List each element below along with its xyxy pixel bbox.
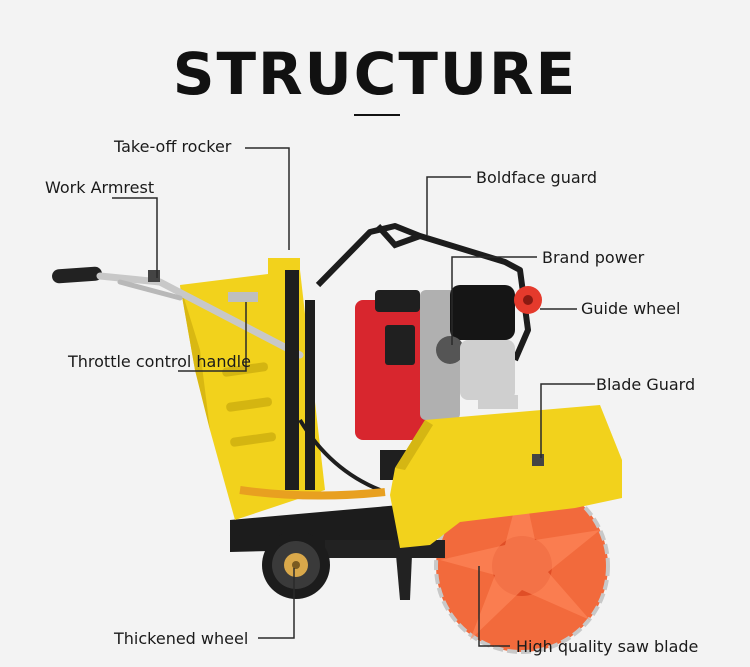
guide-wheel [514, 286, 542, 314]
leader-lines [112, 147, 595, 647]
handle-bar [52, 266, 304, 359]
guard-frame [315, 223, 531, 362]
label-blade-guard: Blade Guard [596, 375, 696, 394]
label-takeoff-rocker: Take-off rocker [114, 137, 232, 156]
chassis [230, 505, 445, 600]
label-guide-wheel: Guide wheel [581, 299, 681, 318]
thickened-wheel [262, 531, 330, 599]
page-title: STRUCTURE [172, 40, 578, 108]
label-work-armrest: Work Armrest [45, 178, 155, 197]
label-throttle-handle: Throttle control handle [68, 352, 251, 371]
label-thickened-wheel: Thickened wheel [114, 629, 249, 648]
label-saw-blade: High quality saw blade [516, 637, 699, 656]
hose [239, 486, 386, 500]
label-brand-power: Brand power [542, 248, 645, 267]
rocker-post [228, 270, 381, 492]
label-boldface-guard: Boldface guard [476, 168, 598, 187]
title-underline [354, 114, 400, 116]
